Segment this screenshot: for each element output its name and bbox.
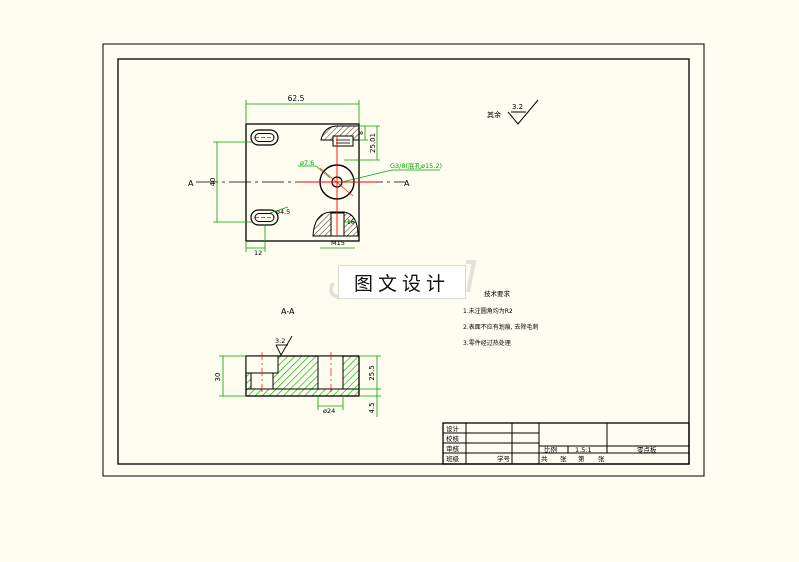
dim-bottom-dia: ø24	[323, 407, 335, 415]
section-outline	[245, 355, 360, 397]
top-view: 62.5 25.01 8 40 ø7.6 G3/8(底孔ø15.2) ø4.5 …	[188, 94, 442, 257]
section-mark-right: A	[404, 179, 410, 188]
roughness-label: 其余	[487, 110, 501, 119]
section-roughness: 3.2	[275, 337, 285, 345]
dim-thread: G3/8(底孔ø15.2)	[390, 161, 442, 170]
tb-sheet-unit-1: 张	[560, 454, 567, 463]
slot-top	[250, 129, 279, 146]
section-title: A-A	[281, 307, 295, 316]
dim-section-height: 30	[214, 373, 222, 382]
general-roughness: 其余 3.2	[487, 99, 539, 125]
notes-title: 技术要求	[484, 289, 511, 298]
note-2: 2.表面不应有划痕, 去除毛刺	[463, 323, 539, 331]
dim-side: 16	[347, 219, 355, 226]
tb-student-no: 学号	[497, 454, 511, 463]
dim-small-top: 8	[358, 131, 365, 135]
dim-slot: ø4.5	[276, 208, 290, 216]
tb-sheet-num: 第	[578, 454, 585, 463]
title-block	[442, 422, 690, 465]
inner-frame	[117, 58, 690, 465]
technical-notes: 技术要求 1.未注圆角均为R2 2.表面不应有划痕, 去除毛刺 3.零件经过热处…	[463, 289, 539, 347]
dim-width: 62.5	[288, 94, 305, 103]
tb-row-check: 校核	[446, 434, 460, 443]
note-3: 3.零件经过热处理	[463, 339, 511, 347]
slot-bottom	[250, 209, 279, 226]
dim-left-height: 40	[209, 178, 217, 187]
note-1: 1.未注圆角均为R2	[463, 307, 513, 315]
dim-left-offset: 12	[254, 249, 262, 257]
top-view-outline	[245, 123, 360, 242]
tb-scale-value: 1.5:1	[575, 446, 592, 454]
dim-height: 25.01	[369, 133, 377, 153]
tb-row-design: 设计	[446, 424, 460, 433]
roughness-value: 3.2	[512, 103, 523, 111]
tb-sheet-unit-2: 张	[598, 454, 605, 463]
outer-frame	[102, 43, 705, 477]
dim-section-upper: 25.5	[368, 365, 376, 381]
tb-row-class: 班级	[446, 454, 460, 463]
dim-m-thread: M15	[331, 239, 345, 247]
tb-part-name: 零点板	[637, 445, 657, 454]
dim-section-lower: 4.5	[368, 402, 376, 413]
section-mark-left: A	[188, 179, 194, 188]
watermark-label: 图文设计	[338, 265, 466, 299]
section-view: A-A 3.2 30 25.5 4.5 ø24	[214, 307, 381, 417]
tb-sheet-total: 共	[541, 454, 548, 463]
tb-row-review: 审核	[446, 444, 460, 453]
tb-scale-label: 比例	[544, 445, 557, 454]
section-hatch	[246, 356, 359, 396]
dim-hole-dia: ø7.6	[300, 159, 314, 167]
